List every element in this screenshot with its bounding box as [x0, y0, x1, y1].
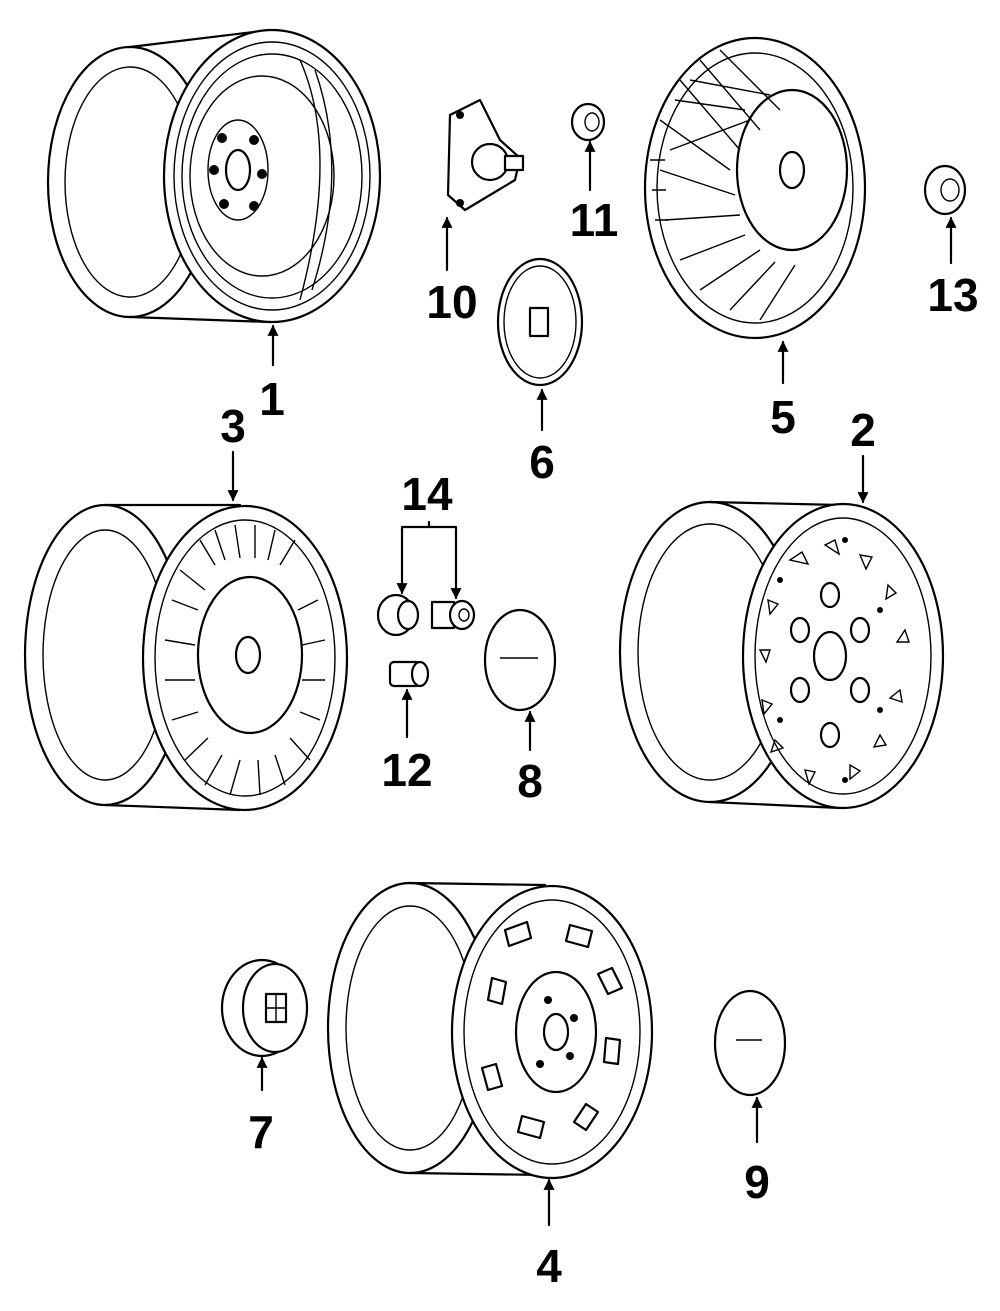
callout-14: 14 — [401, 468, 453, 520]
callout-9: 9 — [744, 1156, 770, 1208]
callout-1: 1 — [259, 373, 285, 425]
wire-wheel-cover-part-5 — [643, 36, 867, 340]
nut-part-13 — [923, 164, 967, 216]
center-cap-part-9 — [713, 989, 787, 1097]
callout-5: 5 — [770, 391, 796, 443]
lug-nuts-part-14 — [376, 520, 476, 637]
callout-11: 11 — [570, 194, 619, 246]
wheel-part-4 — [326, 881, 654, 1180]
callout-2: 2 — [850, 404, 876, 456]
spinner-part-10 — [446, 98, 525, 212]
wheel-part-2 — [618, 500, 945, 810]
center-cap-part-7 — [220, 958, 309, 1058]
callout-6: 6 — [529, 436, 555, 488]
wheel-part-3 — [23, 503, 349, 812]
callout-arrows — [227, 140, 957, 1227]
callout-labels: 1 10 11 6 5 13 3 14 12 8 2 7 9 4 — [220, 194, 978, 1292]
wheel-part-1 — [46, 28, 382, 324]
callout-12: 12 — [381, 744, 432, 796]
callout-10: 10 — [426, 276, 477, 328]
callout-4: 4 — [536, 1240, 562, 1292]
callout-8: 8 — [517, 755, 543, 807]
callout-13: 13 — [927, 269, 978, 321]
callout-3: 3 — [220, 400, 246, 452]
nut-part-11 — [570, 102, 606, 142]
center-cap-part-6 — [496, 257, 584, 387]
callout-7: 7 — [248, 1106, 274, 1158]
lug-nut-part-12 — [388, 660, 430, 688]
center-cap-part-8 — [483, 608, 557, 712]
